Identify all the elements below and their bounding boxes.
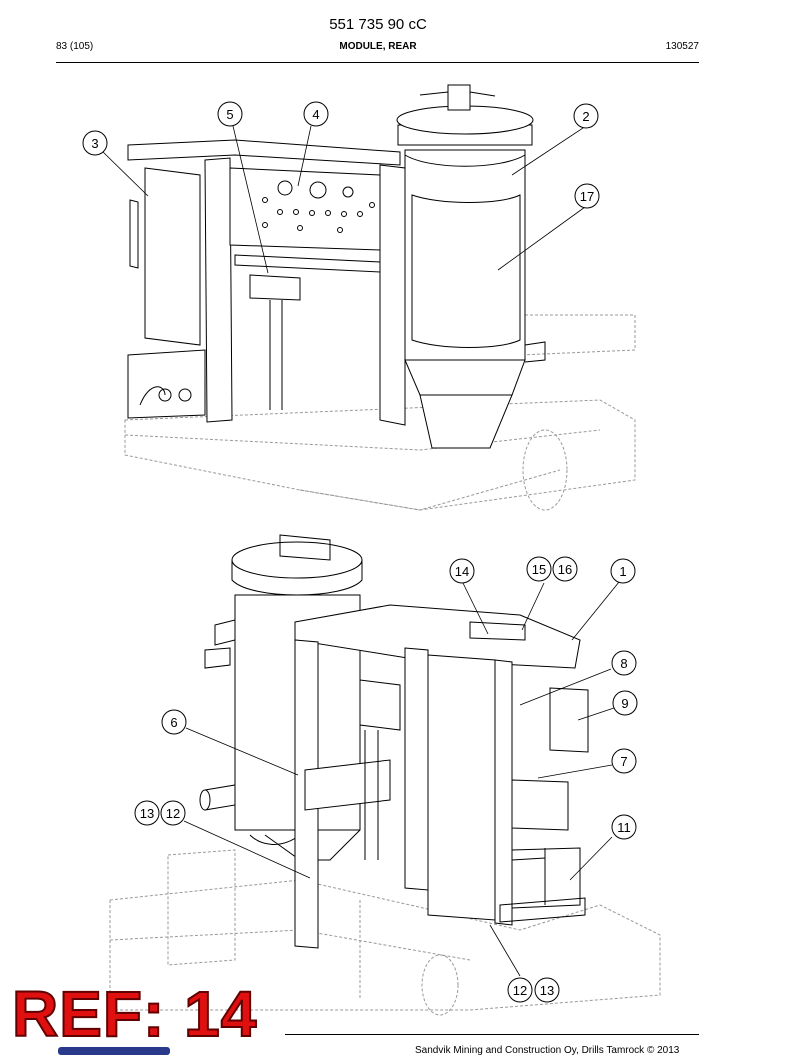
callout-15: 15 [526,556,552,582]
callout-4: 4 [303,101,329,127]
callouts: 2 3 4 5 17 14 15 16 1 8 9 6 7 13 12 11 1… [82,101,638,1003]
svg-text:13: 13 [540,983,554,998]
callout-9: 9 [612,690,638,716]
svg-text:6: 6 [170,715,177,730]
callout-12-bottom: 12 [507,977,533,1003]
svg-text:17: 17 [580,189,594,204]
footer-rule [285,1034,699,1035]
callout-13-bottom: 13 [534,977,560,1003]
ref-stamp: REF: 14 [11,978,258,1050]
bottom-assembly [109,534,661,1016]
svg-text:2: 2 [582,109,589,124]
callout-1: 1 [610,558,636,584]
svg-text:8: 8 [620,656,627,671]
callout-5: 5 [217,101,243,127]
svg-text:16: 16 [558,562,572,577]
callout-16: 16 [552,556,578,582]
callout-6: 6 [161,709,187,735]
header-rule [56,62,699,63]
sandvik-logo [58,1047,170,1055]
svg-text:5: 5 [226,107,233,122]
svg-text:15: 15 [532,562,546,577]
callout-2: 2 [573,103,599,129]
svg-text:9: 9 [621,696,628,711]
svg-text:13: 13 [140,806,154,821]
date-code: 130527 [665,41,699,52]
callout-13-top: 13 [134,800,160,826]
callout-11: 11 [611,814,637,840]
svg-text:11: 11 [617,820,631,835]
svg-text:4: 4 [312,107,319,122]
callout-17: 17 [574,183,600,209]
svg-text:1: 1 [619,564,626,579]
svg-text:12: 12 [166,806,180,821]
top-assembly [124,84,636,511]
panel-holes [262,180,375,233]
top-chassis-dashed [124,314,636,511]
svg-text:7: 7 [620,754,627,769]
footer-copyright: Sandvik Mining and Construction Oy, Dril… [415,1045,680,1056]
document-number: 551 735 90 cC [329,16,427,33]
svg-text:3: 3 [91,136,98,151]
svg-text:12: 12 [513,983,527,998]
leader-lines [101,125,620,977]
callout-14: 14 [449,558,475,584]
page-number: 83 (105) [56,41,94,52]
callout-12-top: 12 [160,800,186,826]
callout-8: 8 [611,650,637,676]
svg-text:14: 14 [455,564,469,579]
section-title: MODULE, REAR [339,41,417,52]
callout-7: 7 [611,748,637,774]
callout-3: 3 [82,130,108,156]
